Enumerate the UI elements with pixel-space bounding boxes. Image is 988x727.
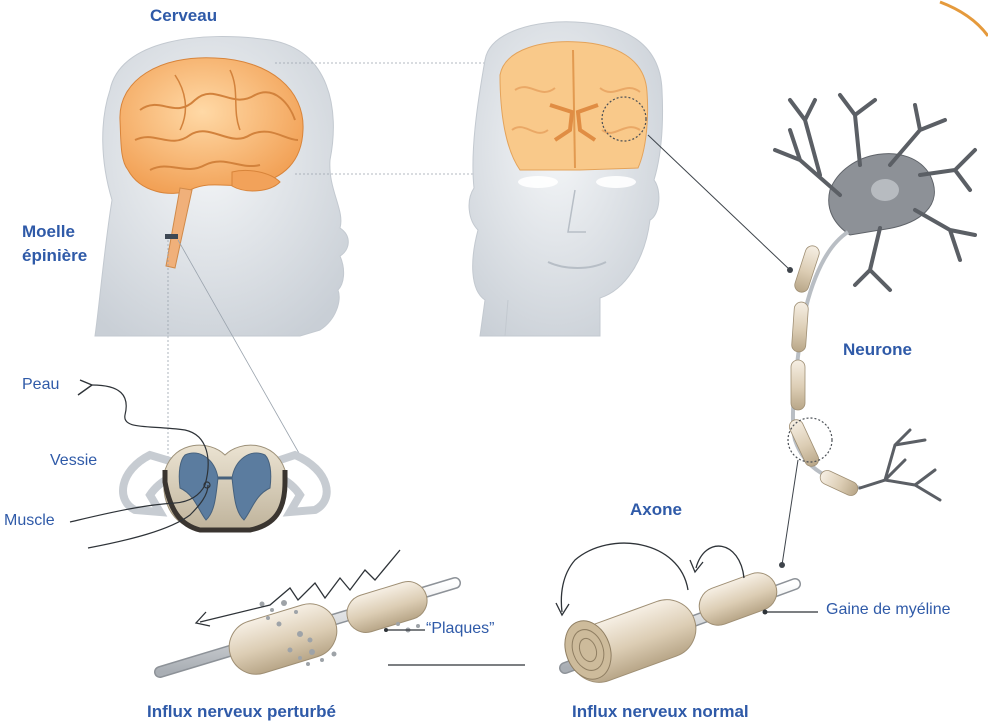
plaques-label: “Plaques”: [426, 620, 494, 638]
neuron: [775, 95, 975, 500]
spinal-cord-label-line2: épinière: [22, 246, 87, 266]
axon-label: Axone: [630, 500, 682, 520]
normal-impulse-caption: Influx nerveux normal: [572, 702, 749, 722]
bladder-label: Vessie: [50, 452, 97, 470]
spinal-cord-label-line1: Moelle: [22, 222, 75, 242]
brain-label: Cerveau: [150, 6, 217, 26]
corner-arc: [940, 2, 988, 36]
normal-nerve-fiber: [557, 567, 795, 690]
myelin-sheath-label: Gaine de myéline: [826, 601, 951, 619]
muscle-label: Muscle: [4, 512, 55, 530]
impulse-jump-arrow-2: [696, 546, 744, 578]
disrupted-impulse-caption: Influx nerveux perturbé: [147, 702, 336, 722]
spinal-cord-cross-section: [123, 445, 327, 530]
brain-coronal: [500, 42, 648, 170]
skin-label: Peau: [22, 376, 59, 394]
neuron-label: Neurone: [843, 340, 912, 360]
